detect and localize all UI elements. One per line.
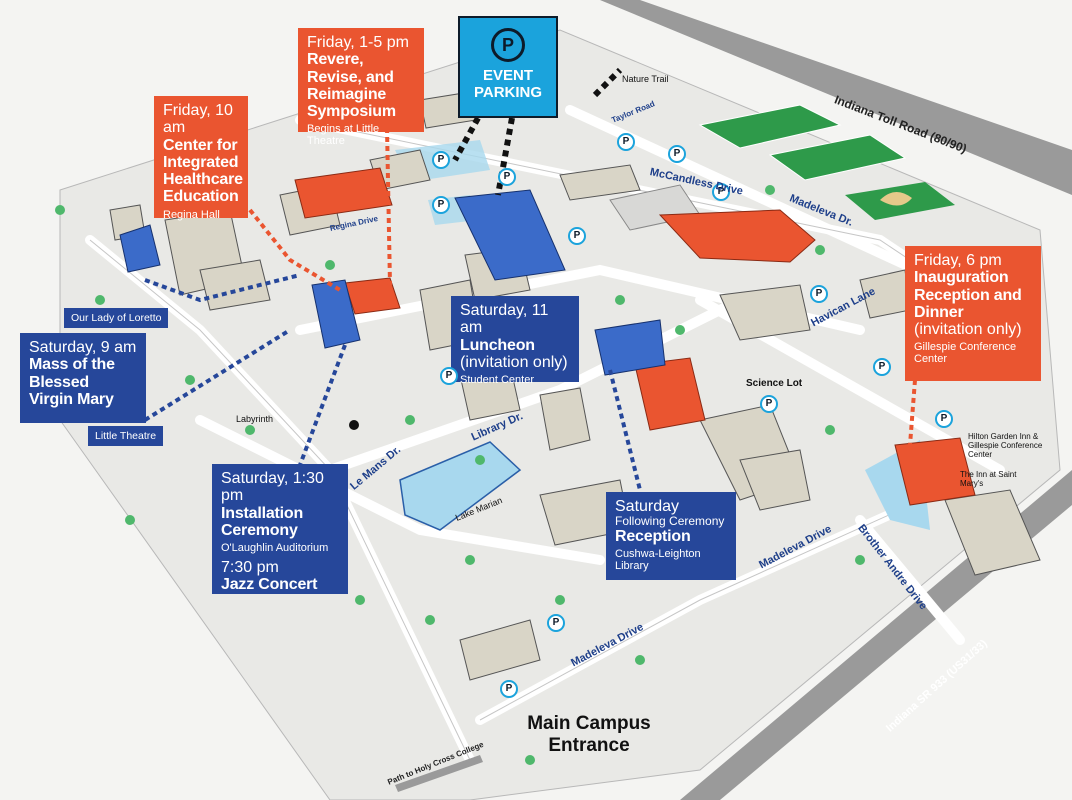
tag-little-theatre[interactable]: Little Theatre bbox=[88, 426, 164, 446]
callout-healthcare[interactable]: Friday, 10 am Center for Integrated Heal… bbox=[154, 96, 248, 220]
parking-marker[interactable]: P bbox=[440, 367, 458, 385]
labyrinth-marker bbox=[349, 420, 359, 430]
installation-title: Installation Ceremony bbox=[221, 504, 304, 539]
parking-marker[interactable]: P bbox=[500, 680, 518, 698]
mass-when: Saturday, 9 am bbox=[29, 339, 137, 356]
callout-installation[interactable]: Saturday, 1:30 pm Installation Ceremony … bbox=[212, 464, 348, 594]
reception-title: Reception bbox=[615, 528, 691, 546]
parking-marker[interactable]: P bbox=[712, 183, 730, 201]
label-science-lot: Science Lot bbox=[746, 378, 803, 389]
jazz-title: Jazz Concert bbox=[221, 576, 318, 594]
callout-luncheon[interactable]: Saturday, 11 am Luncheon (invitation onl… bbox=[451, 296, 579, 386]
label-labyrinth: Labyrinth bbox=[236, 414, 274, 424]
installation-when: Saturday, 1:30 pm bbox=[221, 470, 324, 505]
parking-marker[interactable]: P bbox=[668, 145, 686, 163]
inauguration-title: Inauguration Reception and Dinner bbox=[914, 269, 1022, 321]
inauguration-when: Friday, 6 pm bbox=[914, 252, 1002, 269]
parking-marker[interactable]: P bbox=[432, 196, 450, 214]
reception-subwhen: Following Ceremony bbox=[615, 514, 725, 529]
baseball-infield bbox=[880, 191, 912, 206]
parking-marker[interactable]: P bbox=[432, 151, 450, 169]
parking-marker[interactable]: P bbox=[873, 358, 891, 376]
label-hilton: Hilton Garden Inn & Gillespie Conference… bbox=[968, 432, 1043, 460]
luncheon-note: (invitation only) bbox=[460, 353, 568, 371]
soccer-field-2 bbox=[768, 134, 907, 181]
parking-marker[interactable]: P bbox=[810, 285, 828, 303]
inauguration-note: (invitation only) bbox=[914, 321, 1022, 339]
path-arrow bbox=[395, 755, 483, 792]
callout-mass[interactable]: Saturday, 9 am Mass of the Blessed Virgi… bbox=[20, 333, 146, 423]
callout-symposium[interactable]: Friday, 1-5 pm Revere, Revise, and Reima… bbox=[298, 28, 424, 147]
event-parking-line2: PARKING bbox=[473, 83, 543, 101]
symposium-when: Friday, 1-5 pm bbox=[307, 34, 409, 51]
entrance-line1: Main Campus bbox=[527, 713, 651, 734]
parking-marker[interactable]: P bbox=[617, 133, 635, 151]
parking-marker[interactable]: P bbox=[935, 410, 953, 428]
parking-marker[interactable]: P bbox=[760, 395, 778, 413]
healthcare-location: Regina Hall bbox=[163, 208, 220, 221]
healthcare-when: Friday, 10 am bbox=[163, 102, 233, 137]
reception-when: Saturday bbox=[615, 498, 680, 515]
mass-title: Mass of the Blessed Virgin Mary bbox=[29, 356, 115, 408]
tag-our-lady-of-loretto[interactable]: Our Lady of Loretto bbox=[64, 308, 169, 328]
jazz-when: 7:30 pm bbox=[221, 558, 279, 576]
parking-marker[interactable]: P bbox=[498, 168, 516, 186]
callout-reception[interactable]: Saturday Following Ceremony Reception Cu… bbox=[606, 492, 736, 580]
healthcare-title: Center for Integrated Healthcare Educati… bbox=[163, 136, 243, 206]
callout-connectors bbox=[143, 127, 917, 491]
main-campus-entrance: Main Campus Entrance bbox=[514, 713, 664, 757]
parking-marker[interactable]: P bbox=[547, 614, 565, 632]
luncheon-when: Saturday, 11 am bbox=[460, 302, 549, 337]
symposium-title: Revere, Revise, and Reimagine Symposium bbox=[307, 51, 396, 121]
inauguration-location: Gillespie Conference Center bbox=[914, 341, 1017, 366]
parking-marker[interactable]: P bbox=[568, 227, 586, 245]
parking-connectors bbox=[452, 67, 623, 196]
event-parking-sign: P EVENT PARKING bbox=[458, 16, 558, 118]
lake-marian bbox=[399, 441, 522, 531]
callout-inauguration[interactable]: Friday, 6 pm Inauguration Reception and … bbox=[905, 246, 1041, 381]
installation-location: O'Laughlin Auditorium bbox=[221, 542, 329, 555]
luncheon-title: Luncheon bbox=[460, 336, 535, 354]
friday-venues bbox=[294, 167, 976, 506]
parking-icon: P bbox=[491, 28, 525, 62]
label-inn: The Inn at Saint Mary's bbox=[960, 470, 1017, 489]
toll-road bbox=[600, 0, 1072, 195]
reception-location: Cushwa-Leighton Library bbox=[615, 548, 701, 573]
soccer-field-1 bbox=[698, 104, 842, 149]
saturday-venues bbox=[119, 189, 666, 376]
label-nature-trail: Nature Trail bbox=[622, 74, 669, 84]
luncheon-location: Student Center bbox=[460, 374, 534, 387]
entrance-line2: Entrance bbox=[548, 734, 630, 756]
symposium-location: Begins at Little Theatre bbox=[307, 123, 380, 148]
event-parking-line1: EVENT bbox=[482, 67, 533, 84]
